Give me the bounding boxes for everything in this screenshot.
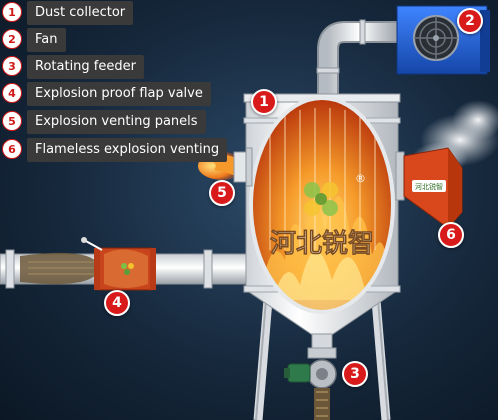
legend-label: Flameless explosion venting: [27, 138, 228, 162]
callout-flameless-explosion-venting: 6: [438, 222, 464, 248]
callout-explosion-venting-panels: 5: [209, 180, 235, 206]
legend-label: Fan: [27, 28, 66, 52]
legend-number: 1: [2, 2, 22, 22]
legend-label: Dust collector: [27, 1, 134, 25]
legend-number: 3: [2, 56, 22, 76]
rotating-feeder: [284, 347, 337, 420]
fan-duct: [316, 19, 398, 95]
callout-fan: 2: [457, 8, 483, 34]
flameless-explosion-venting-device: 河北锐智: [395, 147, 463, 229]
callout-dust-collector: 1: [251, 89, 277, 115]
legend-number: 2: [2, 29, 22, 49]
legend-number: 6: [2, 139, 22, 159]
legend-label: Explosion venting panels: [27, 110, 206, 134]
fire-window: [249, 96, 395, 314]
panel-badge-text: 河北锐智: [415, 182, 443, 191]
registered-mark: ®: [355, 172, 366, 185]
legend-number: 4: [2, 83, 22, 103]
brand-logo-icon: [304, 182, 338, 216]
callout-rotating-feeder: 3: [342, 361, 368, 387]
explosion-proof-flap-valve: [81, 237, 156, 291]
brand-watermark-text: 河北锐智: [270, 228, 374, 259]
legend-number: 5: [2, 111, 22, 131]
fan-grille-icon: [413, 15, 459, 61]
legend-label: Explosion proof flap valve: [27, 82, 211, 106]
valve-logo-icon: [121, 263, 134, 275]
legend-label: Rotating feeder: [27, 55, 144, 79]
callout-explosion-proof-flap-valve: 4: [104, 290, 130, 316]
support-legs: [253, 299, 391, 420]
